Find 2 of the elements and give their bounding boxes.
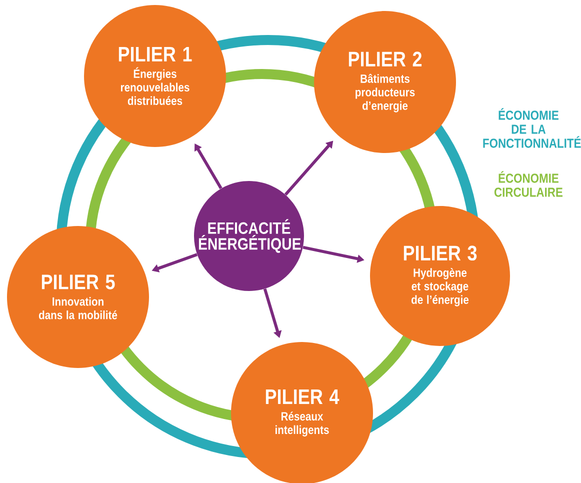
label: ÉCONOMIE CIRCULAIRE bbox=[494, 171, 562, 197]
label: ÉCONOMIE DE LA FONCTIONNALITÉ bbox=[483, 108, 581, 148]
